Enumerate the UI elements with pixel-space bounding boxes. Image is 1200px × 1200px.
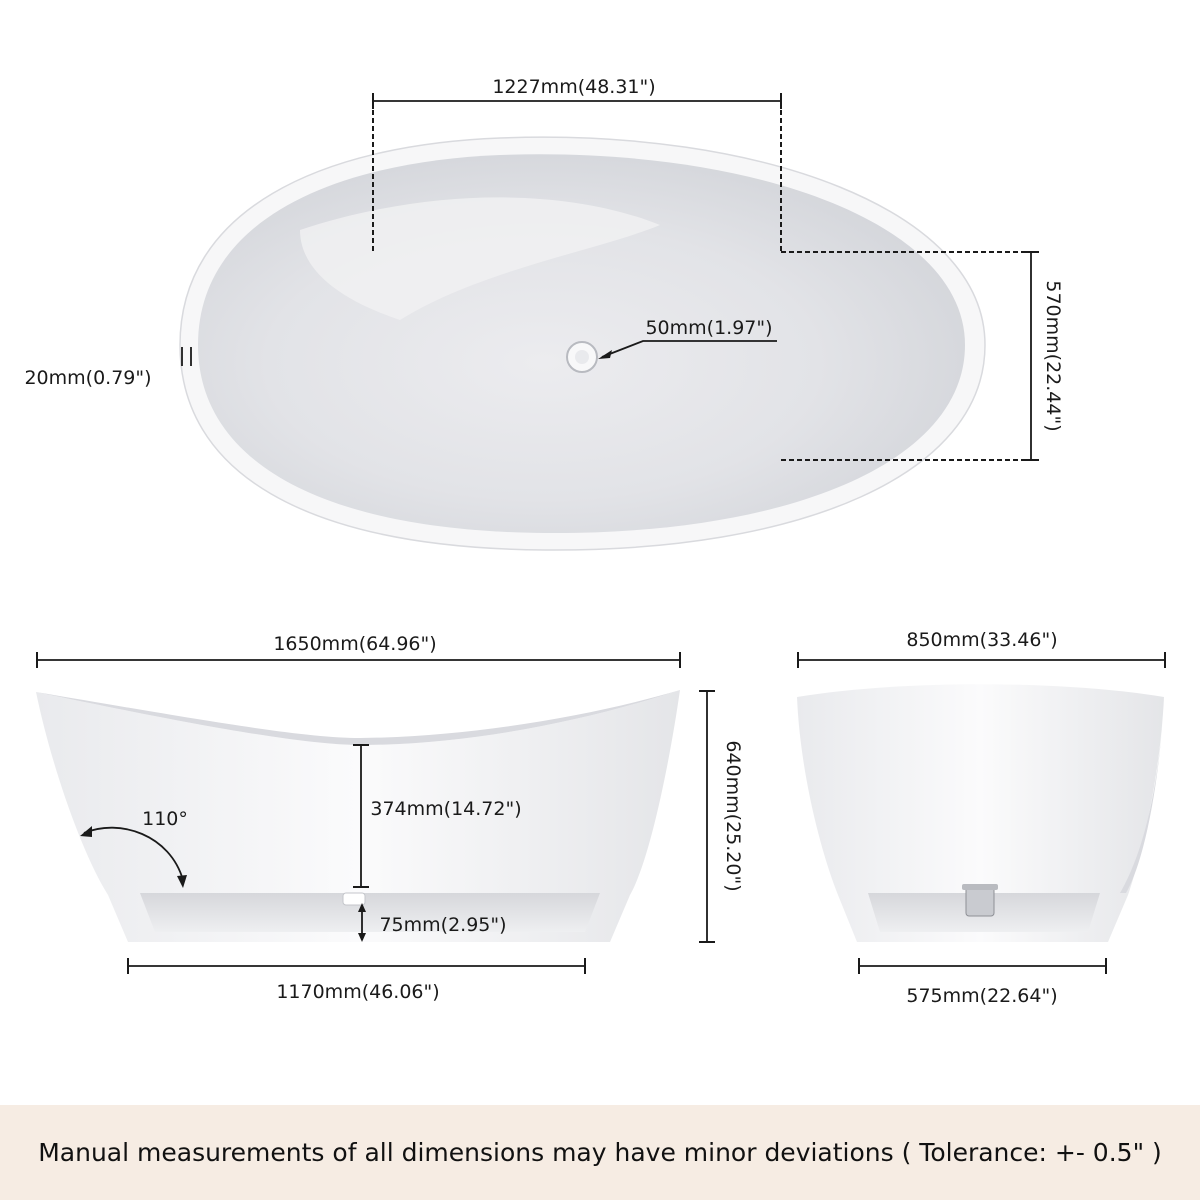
width-inner-label: 570mm(22.44") bbox=[1042, 280, 1064, 431]
height-label: 640mm(25.20") bbox=[722, 740, 744, 891]
side-drain-fitting bbox=[342, 892, 366, 906]
base-length-label: 1170mm(46.06") bbox=[276, 981, 439, 1003]
length-inner-label: 1227mm(48.31") bbox=[492, 76, 655, 98]
drain-leader-line bbox=[601, 340, 777, 358]
tolerance-note: Manual measurements of all dimensions ma… bbox=[38, 1138, 1162, 1167]
tub-inner-highlight bbox=[300, 197, 660, 320]
angle-arrow-end bbox=[177, 875, 187, 888]
base-width-label: 575mm(22.64") bbox=[906, 985, 1057, 1007]
angle-arrow-start bbox=[80, 826, 92, 837]
side-view: 1650mm(64.96") 374mm(14.72") 75mm(2.95")… bbox=[36, 633, 744, 1003]
base-clearance-label: 75mm(2.95") bbox=[379, 914, 506, 936]
drain-leader-arrow bbox=[598, 350, 612, 359]
end-drain-fitting bbox=[965, 885, 995, 917]
width-total-label: 850mm(33.46") bbox=[906, 629, 1057, 651]
top-view: 1227mm(48.31") 570mm(22.44") 50mm(1.97")… bbox=[24, 76, 1064, 551]
tolerance-footer: Manual measurements of all dimensions ma… bbox=[0, 1105, 1200, 1200]
drain-label: 50mm(1.97") bbox=[645, 317, 772, 339]
depth-label: 374mm(14.72") bbox=[370, 798, 521, 820]
end-tub-body bbox=[797, 684, 1164, 942]
length-total-label: 1650mm(64.96") bbox=[273, 633, 436, 655]
end-view: 850mm(33.46") 575mm(22.64") bbox=[797, 629, 1166, 1007]
bathtub-dimension-diagram: 1227mm(48.31") 570mm(22.44") 50mm(1.97")… bbox=[24, 76, 1166, 1007]
rim-label: 20mm(0.79") bbox=[24, 367, 151, 389]
angle-label: 110° bbox=[142, 808, 188, 830]
side-tub-rim bbox=[36, 690, 680, 745]
side-tub-base-recess bbox=[140, 893, 600, 932]
angle-arc bbox=[83, 826, 184, 881]
